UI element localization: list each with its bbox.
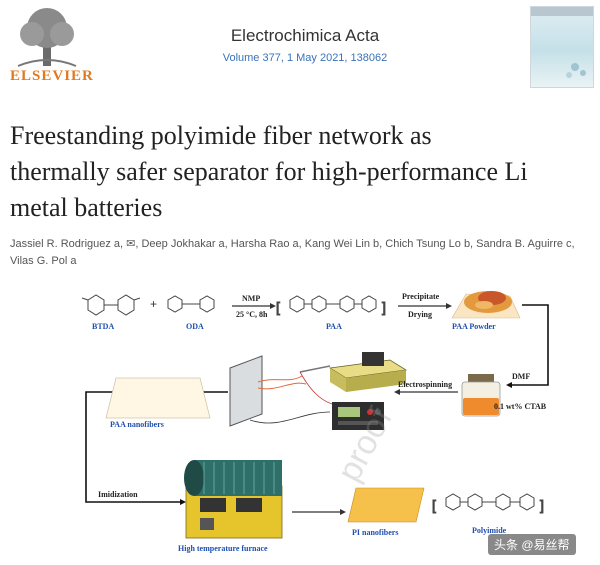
label-ctab: 0.1 wt% CTAB: [494, 402, 547, 411]
syringe-pump: [299, 352, 408, 392]
label-pi-nanofibers: PI nanofibers: [352, 528, 399, 537]
collector-plate: [229, 355, 263, 427]
journal-title[interactable]: Electrochimica Acta: [230, 26, 380, 45]
label-oda: ODA: [186, 322, 204, 331]
label-electrospinning: Electrospinning: [398, 380, 453, 389]
label-dmf: DMF: [512, 372, 531, 381]
svg-text:]: ]: [540, 497, 544, 513]
label-precipitate: Precipitate: [402, 292, 440, 301]
tube-furnace: [184, 460, 283, 539]
label-polyimide: Polyimide: [472, 526, 507, 535]
label-drying: Drying: [408, 310, 432, 319]
title-line-3: metal batteries: [10, 193, 163, 222]
svg-text:+: +: [150, 297, 157, 311]
label-btda: BTDA: [92, 322, 115, 331]
svg-text:[: [: [276, 299, 280, 315]
article-title: Freestanding polyimide fiber network as …: [10, 118, 590, 226]
dmf-connector: [512, 304, 549, 386]
label-nmp: NMP: [242, 294, 261, 303]
authors-line-1[interactable]: Jassiel R. Rodriguez a, ✉, Deep Jokhakar…: [10, 238, 575, 250]
label-nmp-conditions: 25 °C, 8h: [236, 310, 268, 319]
publisher-name: ELSEVIER: [10, 68, 94, 84]
polyimide-molecule: [ ]: [432, 493, 544, 514]
author-list[interactable]: Jassiel R. Rodriguez a, ✉, Deep Jokhakar…: [10, 236, 595, 270]
svg-text:[: [: [432, 497, 436, 513]
label-imidization: Imidization: [98, 490, 138, 499]
label-paa-powder: PAA Powder: [452, 322, 496, 331]
label-furnace: High temperature furnace: [178, 544, 268, 553]
pi-nanofiber-sheet: [347, 487, 425, 523]
svg-text:]: ]: [382, 299, 386, 315]
paa-nanofiber-mat: [105, 377, 211, 419]
ctab-solution-bottle: [461, 374, 501, 417]
paa-powder-pile: [451, 291, 521, 319]
volume-line[interactable]: Volume 377, 1 May 2021, 138062: [222, 52, 388, 64]
elsevier-tree-logo: [8, 6, 86, 84]
source-tag: 头条 @易丝帮: [488, 534, 576, 555]
label-paa-nanofibers: PAA nanofibers: [110, 420, 164, 429]
paa-molecule: [ ]: [276, 295, 386, 316]
title-line-2: thermally safer separator for high-perfo…: [10, 157, 528, 186]
fiber-jet: [257, 375, 307, 390]
label-paa: PAA: [326, 322, 342, 331]
title-line-1: Freestanding polyimide fiber network as: [10, 121, 432, 150]
high-voltage-supply: [332, 402, 384, 430]
oda-molecule: [167, 295, 215, 313]
authors-line-2[interactable]: Vilas G. Pol a: [10, 255, 77, 267]
journal-cover-thumbnail[interactable]: [530, 6, 594, 88]
btda-molecule: [81, 294, 141, 316]
